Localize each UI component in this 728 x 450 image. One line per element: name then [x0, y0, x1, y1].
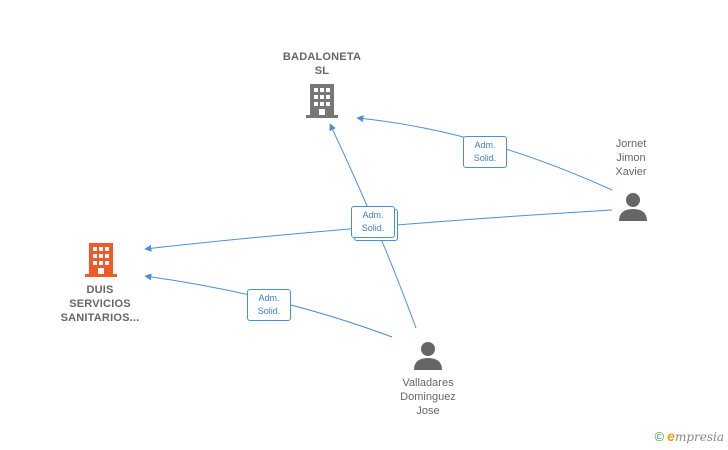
node-badaloneta-label-line2: SL	[314, 65, 330, 77]
node-valladares-label-line1: Valladares	[402, 377, 454, 389]
edge-label-line1: Adm.	[258, 293, 280, 303]
node-duis-label-line2: SERVICIOS	[69, 298, 131, 310]
edge-label-line1: Adm.	[474, 140, 496, 150]
edge-label-jornet-badaloneta[interactable]: Adm. Solid.	[463, 136, 507, 168]
brand-logo-text: mpresia	[674, 430, 724, 444]
node-jornet-label-line2: Jimon	[616, 152, 646, 164]
node-duis-label[interactable]: DUIS SERVICIOS SANITARIOS...	[48, 283, 152, 325]
person-icon[interactable]	[413, 340, 443, 370]
edge-label-valladares-duis[interactable]: Adm. Solid.	[247, 289, 291, 321]
person-icon[interactable]	[618, 191, 648, 221]
node-jornet-label-line3: Xavier	[615, 166, 647, 178]
building-icon[interactable]	[306, 84, 338, 118]
node-jornet-label[interactable]: Jornet Jimon Xavier	[596, 137, 666, 179]
brand-logo-e: e	[667, 428, 675, 444]
node-badaloneta-label[interactable]: BADALONETA SL	[270, 50, 374, 78]
edge-label-line1: Adm.	[362, 210, 384, 220]
brand-watermark: ©empresia	[655, 428, 724, 444]
edge-label-line2: Solid.	[257, 306, 281, 316]
node-duis-label-line3: SANITARIOS...	[60, 312, 140, 324]
building-icon[interactable]	[85, 243, 117, 277]
node-badaloneta-label-line1: BADALONETA	[282, 51, 362, 63]
edge-label-shared[interactable]: Adm. Solid.	[351, 206, 395, 238]
edge-label-line2: Solid.	[361, 223, 385, 233]
edge-label-line2: Solid.	[473, 153, 497, 163]
copyright-icon: ©	[654, 429, 665, 444]
node-valladares-label[interactable]: Valladares Dominguez Jose	[378, 376, 478, 418]
node-jornet-label-line1: Jornet	[615, 138, 647, 150]
node-valladares-label-line2: Dominguez	[400, 391, 456, 403]
node-valladares-label-line3: Jose	[416, 405, 440, 417]
node-duis-label-line1: DUIS	[86, 284, 114, 296]
